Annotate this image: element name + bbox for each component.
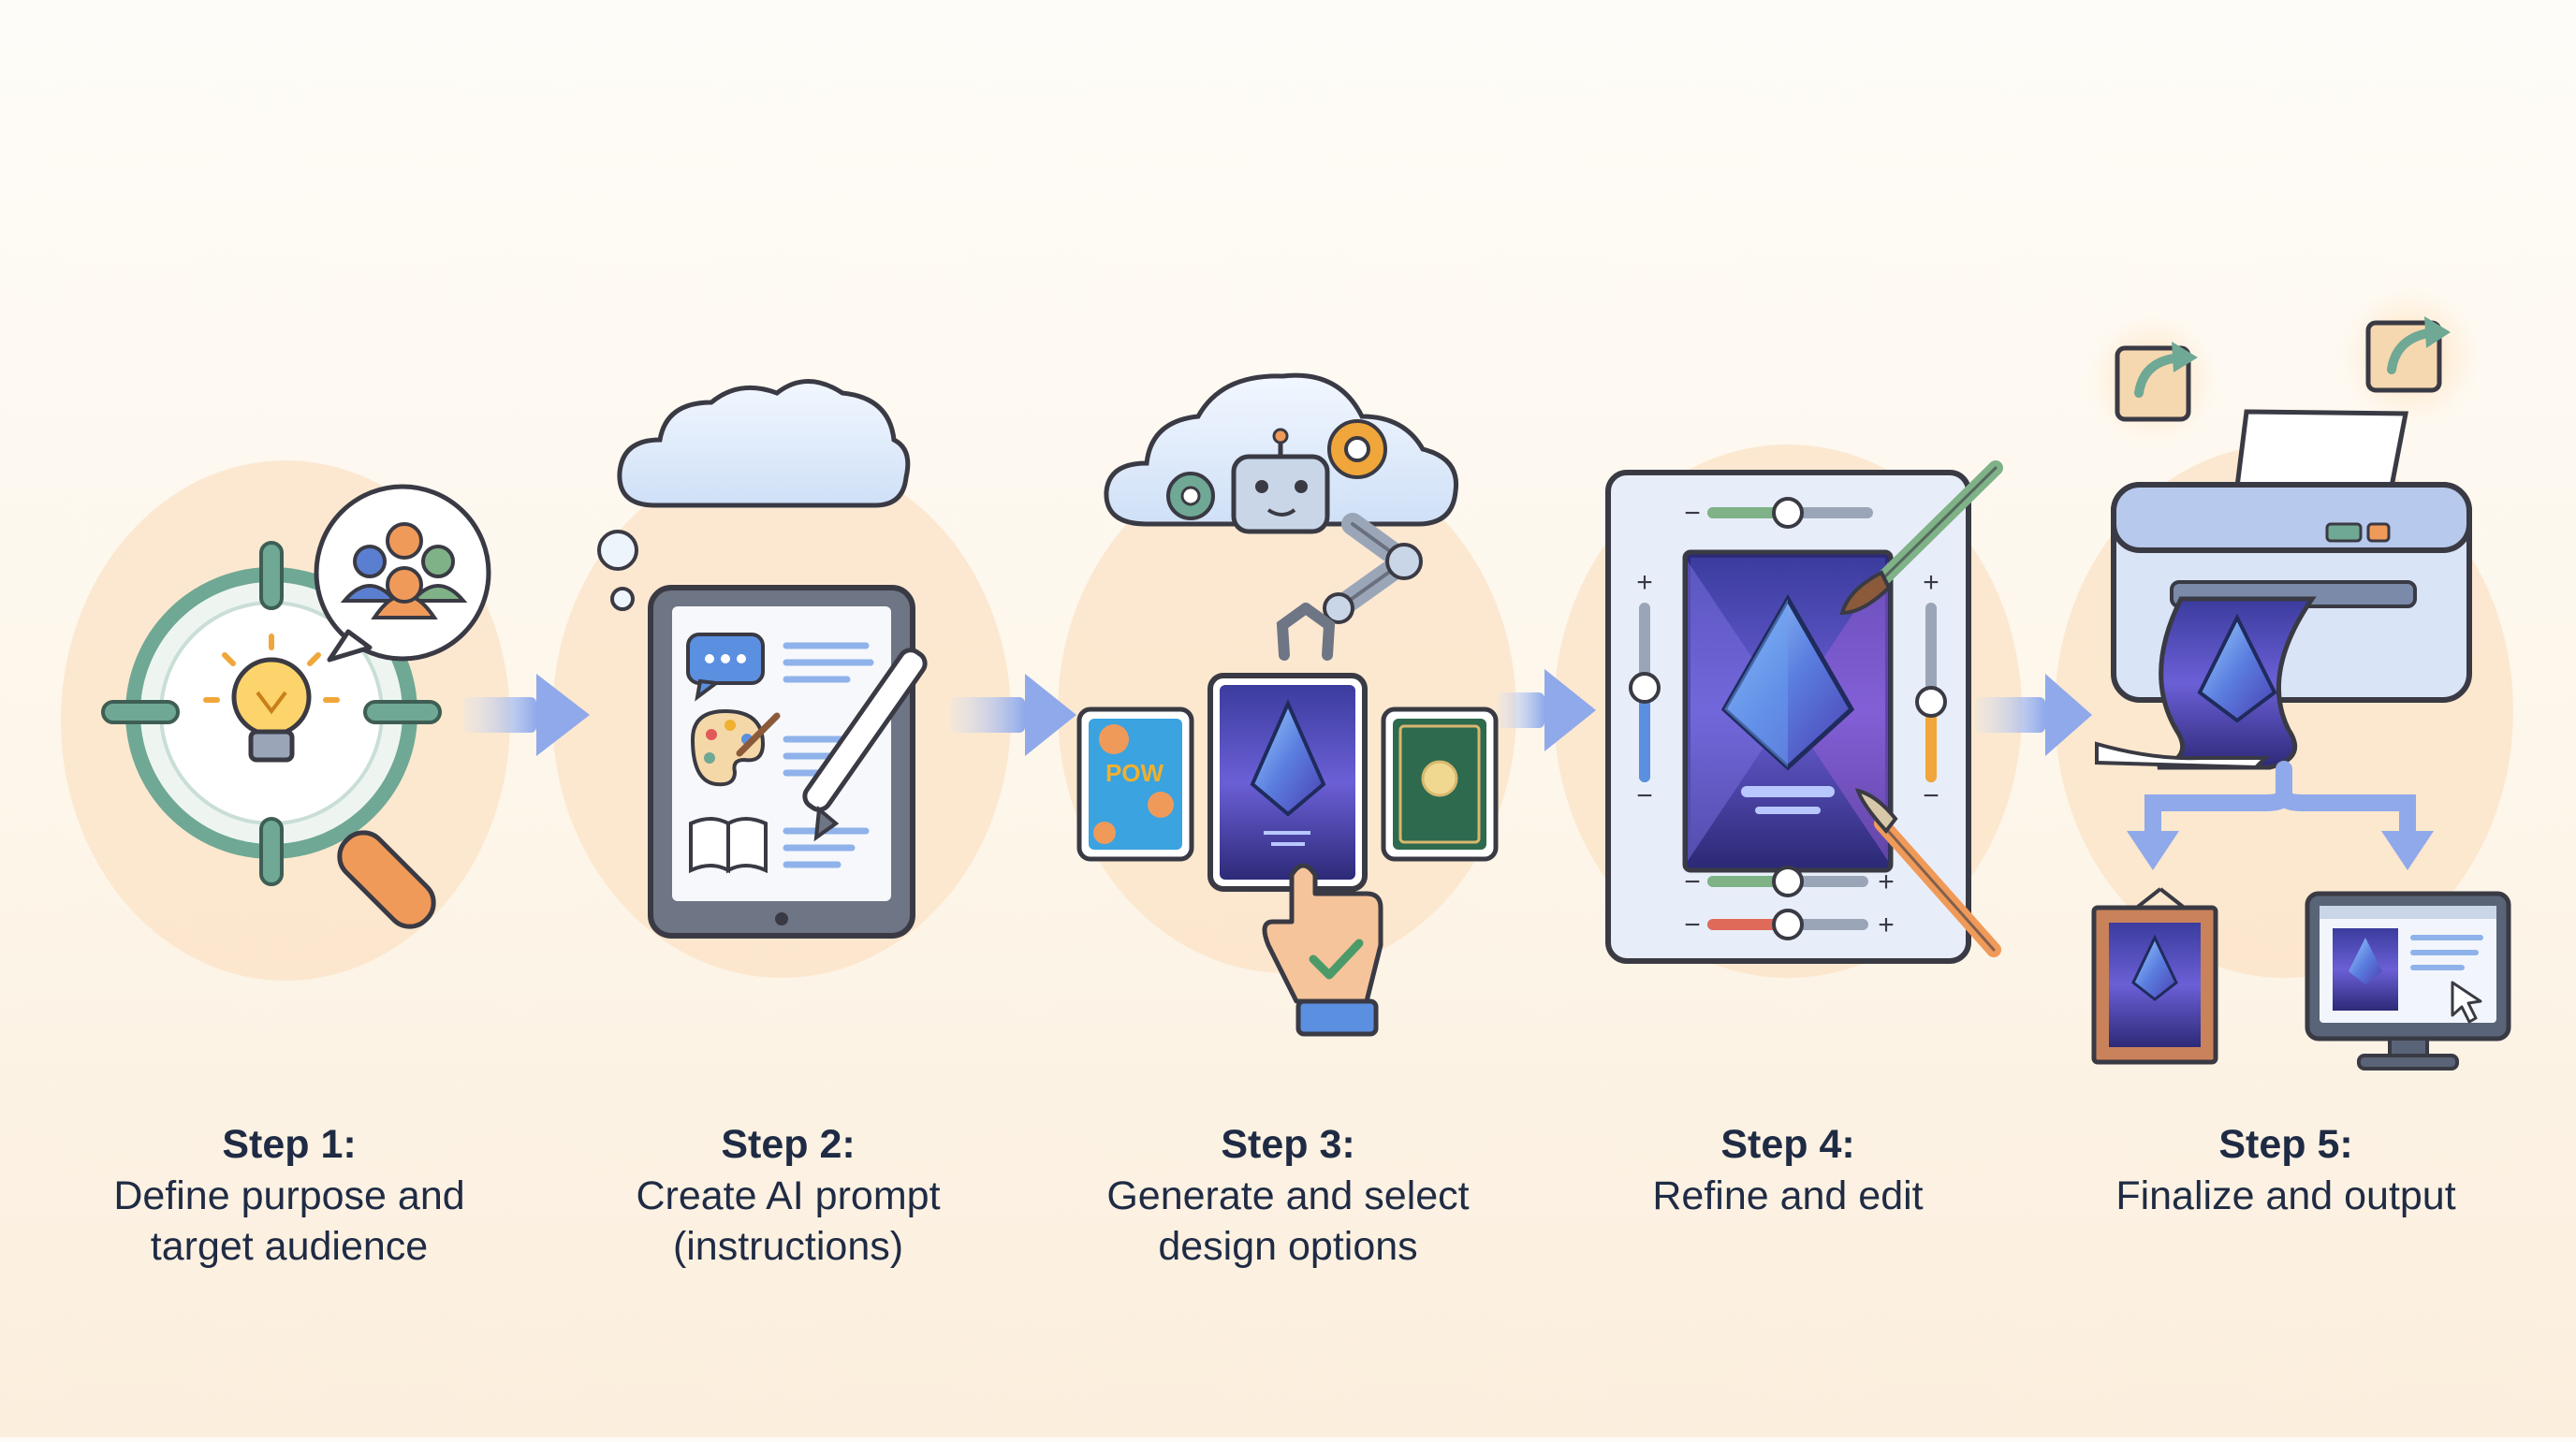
step-2-desc-line1: Create AI prompt bbox=[636, 1173, 941, 1218]
step-4-title: Step 4: bbox=[1720, 1122, 1855, 1167]
step-4-desc-line1: Refine and edit bbox=[1652, 1173, 1924, 1218]
cursor-icon bbox=[2451, 981, 2482, 1024]
svg-text:+: + bbox=[1923, 567, 1939, 598]
robot-icon bbox=[1231, 428, 1330, 534]
step-1-caption: Step 1: Define purpose and target audien… bbox=[37, 1118, 542, 1272]
step-2-caption: Step 2: Create AI prompt (instructions) bbox=[535, 1118, 1041, 1272]
pen-icon bbox=[802, 648, 928, 842]
audience-icon bbox=[314, 484, 491, 663]
palette-icon bbox=[690, 708, 781, 787]
step-1-desc-line2: target audience bbox=[150, 1224, 429, 1269]
design-card-icon bbox=[1208, 673, 1368, 892]
split-arrow bbox=[2144, 761, 2416, 841]
slider-icon: − bbox=[1684, 497, 1873, 529]
share-icon bbox=[2087, 313, 2218, 444]
svg-text:+: + bbox=[1878, 910, 1895, 940]
split-arrow-head bbox=[2127, 831, 2179, 870]
checkmark-icon bbox=[1309, 939, 1364, 980]
svg-text:−: − bbox=[1684, 498, 1701, 529]
step-3-desc-line2: design options bbox=[1158, 1224, 1418, 1269]
flow-arrow-3 bbox=[1498, 669, 1596, 751]
svg-text:+: + bbox=[1636, 567, 1653, 598]
step-3-desc-line1: Generate and select bbox=[1106, 1173, 1470, 1218]
flow-arrow-4 bbox=[1975, 674, 2092, 756]
design-card-icon: POW bbox=[1076, 706, 1194, 862]
step-5-desc-line1: Finalize and output bbox=[2115, 1173, 2456, 1218]
step-4-caption: Step 4: Refine and edit bbox=[1535, 1118, 2041, 1221]
crystal-icon bbox=[1720, 593, 1855, 814]
slider-icon: + − bbox=[1915, 567, 1947, 811]
step-5-caption: Step 5: Finalize and output bbox=[2033, 1118, 2539, 1221]
step-5-title: Step 5: bbox=[2218, 1122, 2353, 1167]
flow-arrow-2 bbox=[950, 674, 1076, 756]
lightbulb-icon bbox=[203, 634, 340, 763]
step-3-caption: Step 3: Generate and select design optio… bbox=[1035, 1118, 1541, 1272]
flow-arrow-1 bbox=[463, 674, 590, 756]
step-1-desc-line1: Define purpose and bbox=[113, 1173, 465, 1218]
robot-arm-icon bbox=[1276, 513, 1423, 661]
monitor-icon bbox=[2305, 891, 2511, 1071]
slider-icon: − + bbox=[1684, 866, 1895, 897]
printed-poster bbox=[2095, 596, 2317, 770]
design-card-icon bbox=[1381, 706, 1499, 862]
split-arrow-head bbox=[2381, 831, 2434, 870]
slider-icon: − + bbox=[1684, 909, 1895, 940]
chat-icon bbox=[686, 633, 765, 702]
svg-text:−: − bbox=[1923, 780, 1939, 811]
paintbrush-icon bbox=[1839, 460, 2003, 616]
cloud-icon bbox=[597, 379, 911, 611]
svg-text:−: − bbox=[1684, 867, 1701, 897]
magnifier-icon bbox=[337, 830, 436, 929]
svg-text:−: − bbox=[1636, 780, 1653, 811]
paintbrush-icon bbox=[1854, 788, 2001, 957]
share-icon bbox=[2340, 285, 2481, 426]
book-icon bbox=[689, 817, 768, 874]
svg-text:+: + bbox=[1878, 867, 1895, 897]
slider-icon: + − bbox=[1629, 567, 1661, 811]
crosshair-icon bbox=[101, 541, 442, 886]
step-3-title: Step 3: bbox=[1221, 1122, 1355, 1167]
svg-text:POW: POW bbox=[1105, 759, 1164, 787]
step-2-title: Step 2: bbox=[721, 1122, 856, 1167]
svg-text:−: − bbox=[1684, 910, 1701, 940]
step-2-desc-line2: (instructions) bbox=[672, 1224, 904, 1269]
pointer-hand-icon bbox=[1262, 863, 1383, 1037]
gear-icon bbox=[1166, 419, 1387, 520]
step-1-title: Step 1: bbox=[222, 1122, 357, 1167]
frame-icon bbox=[2091, 887, 2218, 1065]
